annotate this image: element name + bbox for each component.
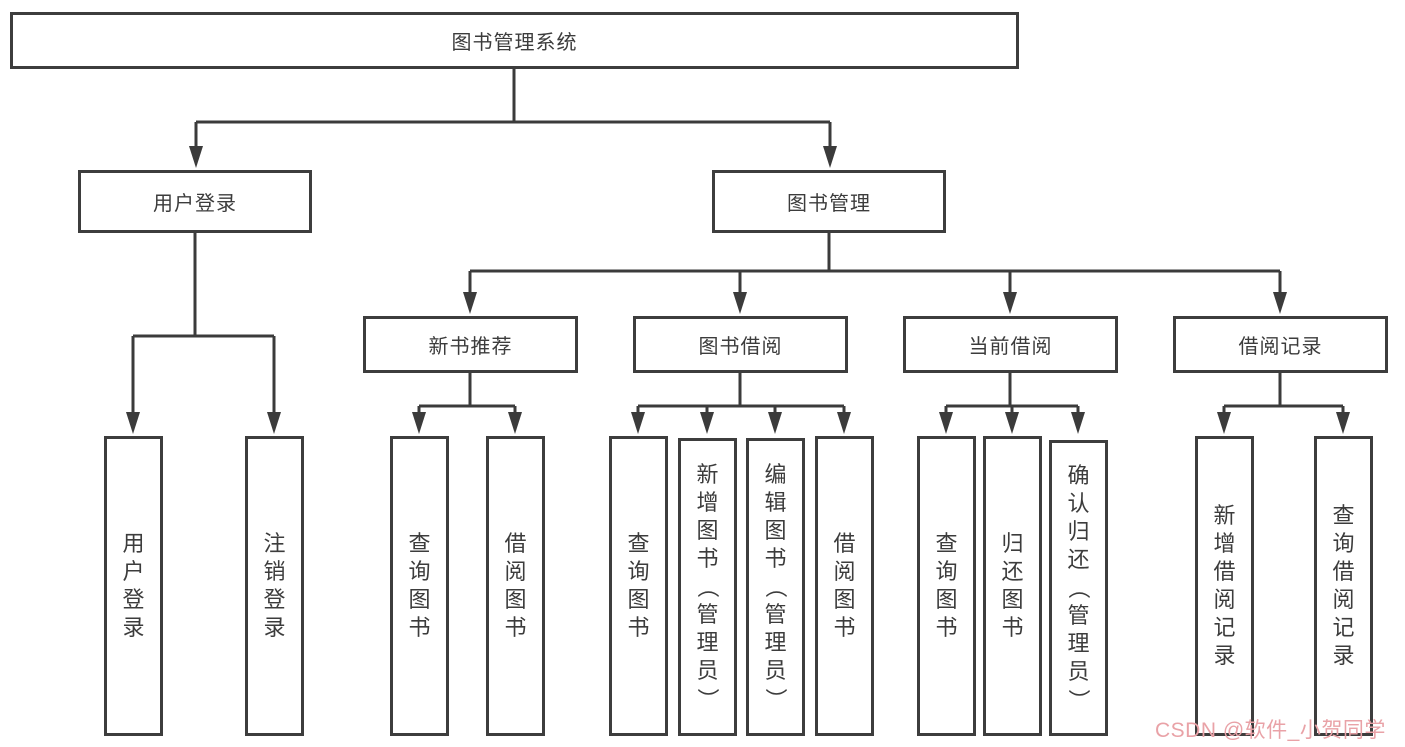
node-book-borrowing: 图书借阅 (633, 316, 848, 373)
leaf-return-books: 归还图书 (983, 436, 1042, 736)
node-borrowing-records: 借阅记录 (1173, 316, 1388, 373)
csdn-watermark: CSDN @软件_小贺同学 (1155, 719, 1386, 742)
leaf-confirm-return-admin: 确认归还（管理员） (1049, 440, 1108, 736)
leaf-add-borrow-record: 新增借阅记录 (1195, 436, 1254, 736)
leaf-query-borrow-record: 查询借阅记录 (1314, 436, 1373, 736)
node-user-login: 用户登录 (78, 170, 312, 233)
node-book-management: 图书管理 (712, 170, 946, 233)
leaf-borrow-books: 借阅图书 (815, 436, 874, 736)
leaf-logout: 注销登录 (245, 436, 304, 736)
leaf-add-books-admin: 新增图书（管理员） (678, 438, 737, 736)
leaf-query-books-current: 查询图书 (917, 436, 976, 736)
leaf-edit-books-admin: 编辑图书（管理员） (746, 438, 805, 736)
node-library-system: 图书管理系统 (10, 12, 1019, 69)
leaf-query-books-borrow: 查询图书 (609, 436, 668, 736)
leaf-user-login: 用户登录 (104, 436, 163, 736)
node-new-book-recommend: 新书推荐 (363, 316, 578, 373)
leaf-borrow-books-recommend: 借阅图书 (486, 436, 545, 736)
leaf-query-books-recommend: 查询图书 (390, 436, 449, 736)
node-current-borrowing: 当前借阅 (903, 316, 1118, 373)
